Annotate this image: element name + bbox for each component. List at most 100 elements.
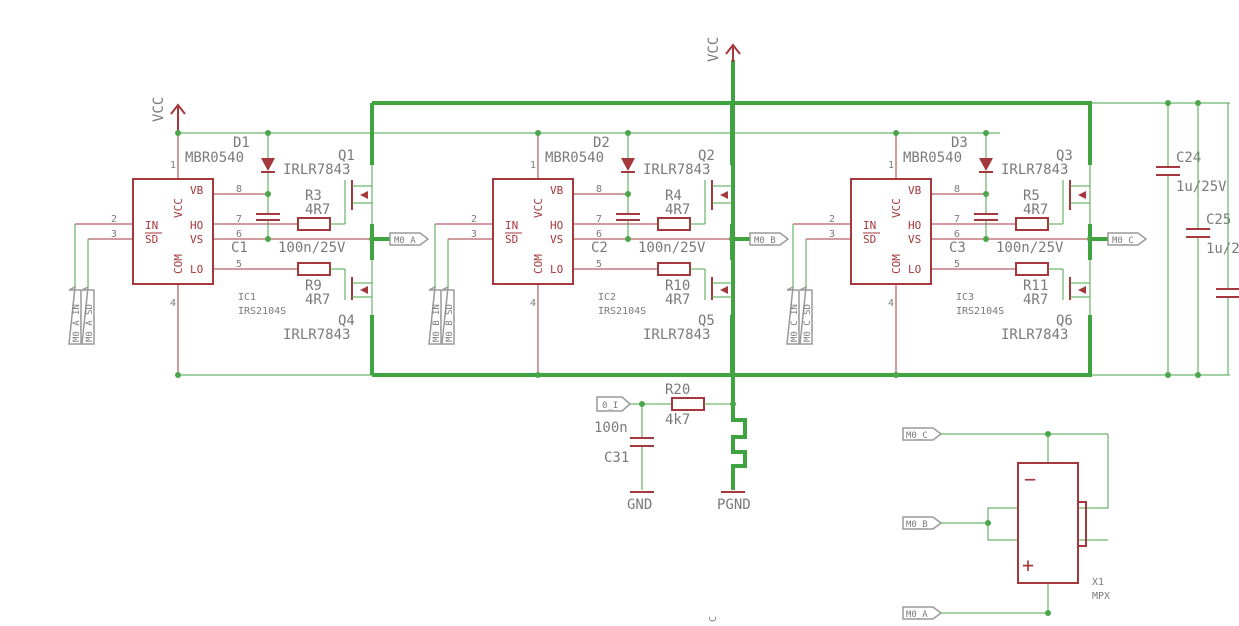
diode-name: D1 [233, 135, 250, 151]
ic-pin-num-4: 4 [530, 298, 536, 309]
gate-resistor-lo-name: R11 [1023, 278, 1048, 294]
output-net-label: M0_B [754, 236, 776, 246]
driver-ic-part: IRS2104S [598, 306, 646, 317]
high-side-fet-name: Q3 [1056, 148, 1073, 164]
ic-pin-num-4: 4 [170, 298, 176, 309]
c24-name: C24 [1176, 150, 1201, 166]
driver-ic-body [492, 178, 574, 285]
driver-ic-name: IC2 [598, 292, 616, 303]
gate-resistor-lo-name: R9 [305, 278, 322, 294]
gate-resistor-lo-value: 4R7 [305, 292, 330, 308]
diode-name: D3 [951, 135, 968, 151]
high-side-fet-name: Q2 [698, 148, 715, 164]
ic-pin-vcc: VCC [172, 198, 185, 218]
high-side-fet-part: IRLR7843 [1001, 162, 1068, 178]
low-side-fet-part: IRLR7843 [1001, 327, 1068, 343]
ic-pin-num-3: 3 [829, 229, 835, 240]
vcc-left-symbol: VCC [151, 97, 186, 133]
input-net-label: M0_C_IN [790, 304, 800, 342]
shutdown-net-label: M0_B_SD [445, 304, 455, 342]
driver-ic-body [850, 178, 932, 285]
output-net-label: M0_C [1112, 236, 1134, 246]
diode-name: D2 [593, 135, 610, 151]
gate-resistor-hi-value: 4R7 [665, 202, 690, 218]
c25-value: 1u/2 [1206, 241, 1239, 257]
ic-pin-sd: SD [863, 233, 876, 246]
c31-name: C31 [604, 450, 629, 466]
high-side-fet-part: IRLR7843 [283, 162, 350, 178]
bootstrap-cap-name: C2 [591, 240, 608, 256]
vcc-left-label: VCC [151, 97, 167, 122]
ic-pin-num-7: 7 [596, 214, 602, 225]
gate-resistor-lo-value: 4R7 [665, 292, 690, 308]
ic-pin-vs: VS [550, 233, 563, 246]
ic-pin-num-5: 5 [236, 259, 242, 270]
ic-pin-num-2: 2 [471, 214, 477, 225]
gnd-label: GND [627, 497, 652, 513]
ic-pin-sd: SD [505, 233, 518, 246]
motor-label-a: M0_A [906, 610, 928, 620]
ic-pin-num-2: 2 [829, 214, 835, 225]
ic-pin-lo: LO [550, 263, 563, 276]
pgnd-label: PGND [717, 497, 751, 513]
gate-resistor-hi-name: R4 [665, 188, 682, 204]
ic-pin-num-1: 1 [170, 160, 176, 171]
vcc-top-symbol: VCC [706, 37, 741, 62]
ic-pin-vb: VB [190, 184, 204, 197]
high-side-fet-part: IRLR7843 [643, 162, 710, 178]
motor-minus: − [1024, 467, 1036, 491]
driver-ic-body [132, 178, 214, 285]
gate-resistor-hi-name: R5 [1023, 188, 1040, 204]
driver-ic-name: IC3 [956, 292, 974, 303]
ic-pin-vs: VS [190, 233, 203, 246]
ic-pin-vcc: VCC [532, 198, 545, 218]
current-sense-filter: 0_I R20 4k7 100n C31 GND PGND C [594, 382, 751, 622]
ic-pin-num-3: 3 [471, 229, 477, 240]
motor-connector: M0_C M0_B M0_A − + X1 MPX [902, 427, 1110, 620]
output-net-label: M0_A [394, 236, 416, 246]
low-side-fet-name: Q4 [338, 313, 355, 329]
ic-pin-num-8: 8 [954, 184, 960, 195]
bootstrap-cap-value: 100n/25V [278, 240, 346, 256]
ic-pin-num-1: 1 [530, 160, 536, 171]
ic-pin-sd: SD [145, 233, 158, 246]
ic-pin-vcc: VCC [890, 198, 903, 218]
gate-resistor-lo-name: R10 [665, 278, 690, 294]
ic-pin-com: COM [890, 254, 903, 274]
bootstrap-cap-value: 100n/25V [638, 240, 706, 256]
ic-pin-num-7: 7 [954, 214, 960, 225]
input-net-label: M0_A_IN [72, 304, 82, 342]
ic-pin-in: IN [505, 219, 518, 232]
input-net-label: M0_B_IN [432, 304, 442, 342]
ic-pin-lo: LO [908, 263, 921, 276]
gate-resistor-lo-value: 4R7 [1023, 292, 1048, 308]
r20-name: R20 [665, 382, 690, 398]
low-side-fet-name: Q5 [698, 313, 715, 329]
gate-resistor-hi-value: 4R7 [1023, 202, 1048, 218]
low-side-fet-part: IRLR7843 [283, 327, 350, 343]
low-side-fet-name: Q6 [1056, 313, 1073, 329]
r20-value: 4k7 [665, 412, 690, 428]
ic-pin-num-6: 6 [236, 229, 242, 240]
gate-resistor-hi-name: R3 [305, 188, 322, 204]
diode-part: MBR0540 [185, 150, 244, 166]
ic-pin-num-7: 7 [236, 214, 242, 225]
ic-pin-ho: HO [908, 219, 921, 232]
motor-part: MPX [1092, 591, 1110, 602]
ic-pin-vs: VS [908, 233, 921, 246]
ic-pin-num-2: 2 [111, 214, 117, 225]
ic-pin-num-1: 1 [888, 160, 894, 171]
ic-pin-num-6: 6 [596, 229, 602, 240]
ic-pin-num-5: 5 [596, 259, 602, 270]
ic-pin-num-3: 3 [111, 229, 117, 240]
motor-name: X1 [1092, 577, 1104, 588]
shutdown-net-label: M0_C_SD [803, 304, 813, 342]
ic-pin-in: IN [145, 219, 158, 232]
motor-plus: + [1022, 553, 1034, 577]
bootstrap-cap-name: C3 [949, 240, 966, 256]
vcc-top-label: VCC [706, 37, 722, 62]
bootstrap-cap-name: C1 [231, 240, 248, 256]
